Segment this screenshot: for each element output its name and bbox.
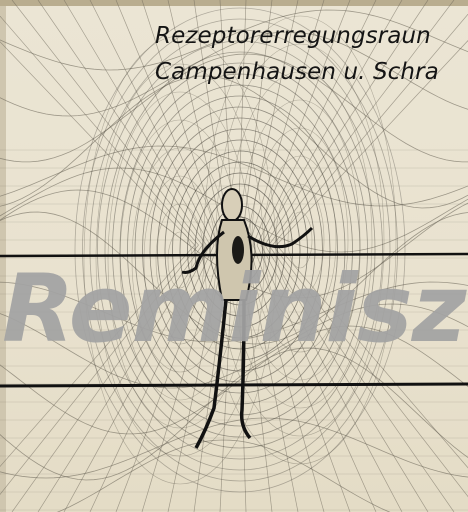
figure-head: [222, 189, 242, 221]
watermark-text: Reminiszer: [2, 254, 468, 366]
caption-line-2: Campenhausen u. Schra: [155, 58, 439, 86]
caption-line-1: Rezeptorerregungsraun: [155, 22, 431, 50]
wave-line: [0, 76, 468, 208]
wave-line: [0, 348, 468, 480]
horizon-line-lower: [0, 384, 468, 386]
